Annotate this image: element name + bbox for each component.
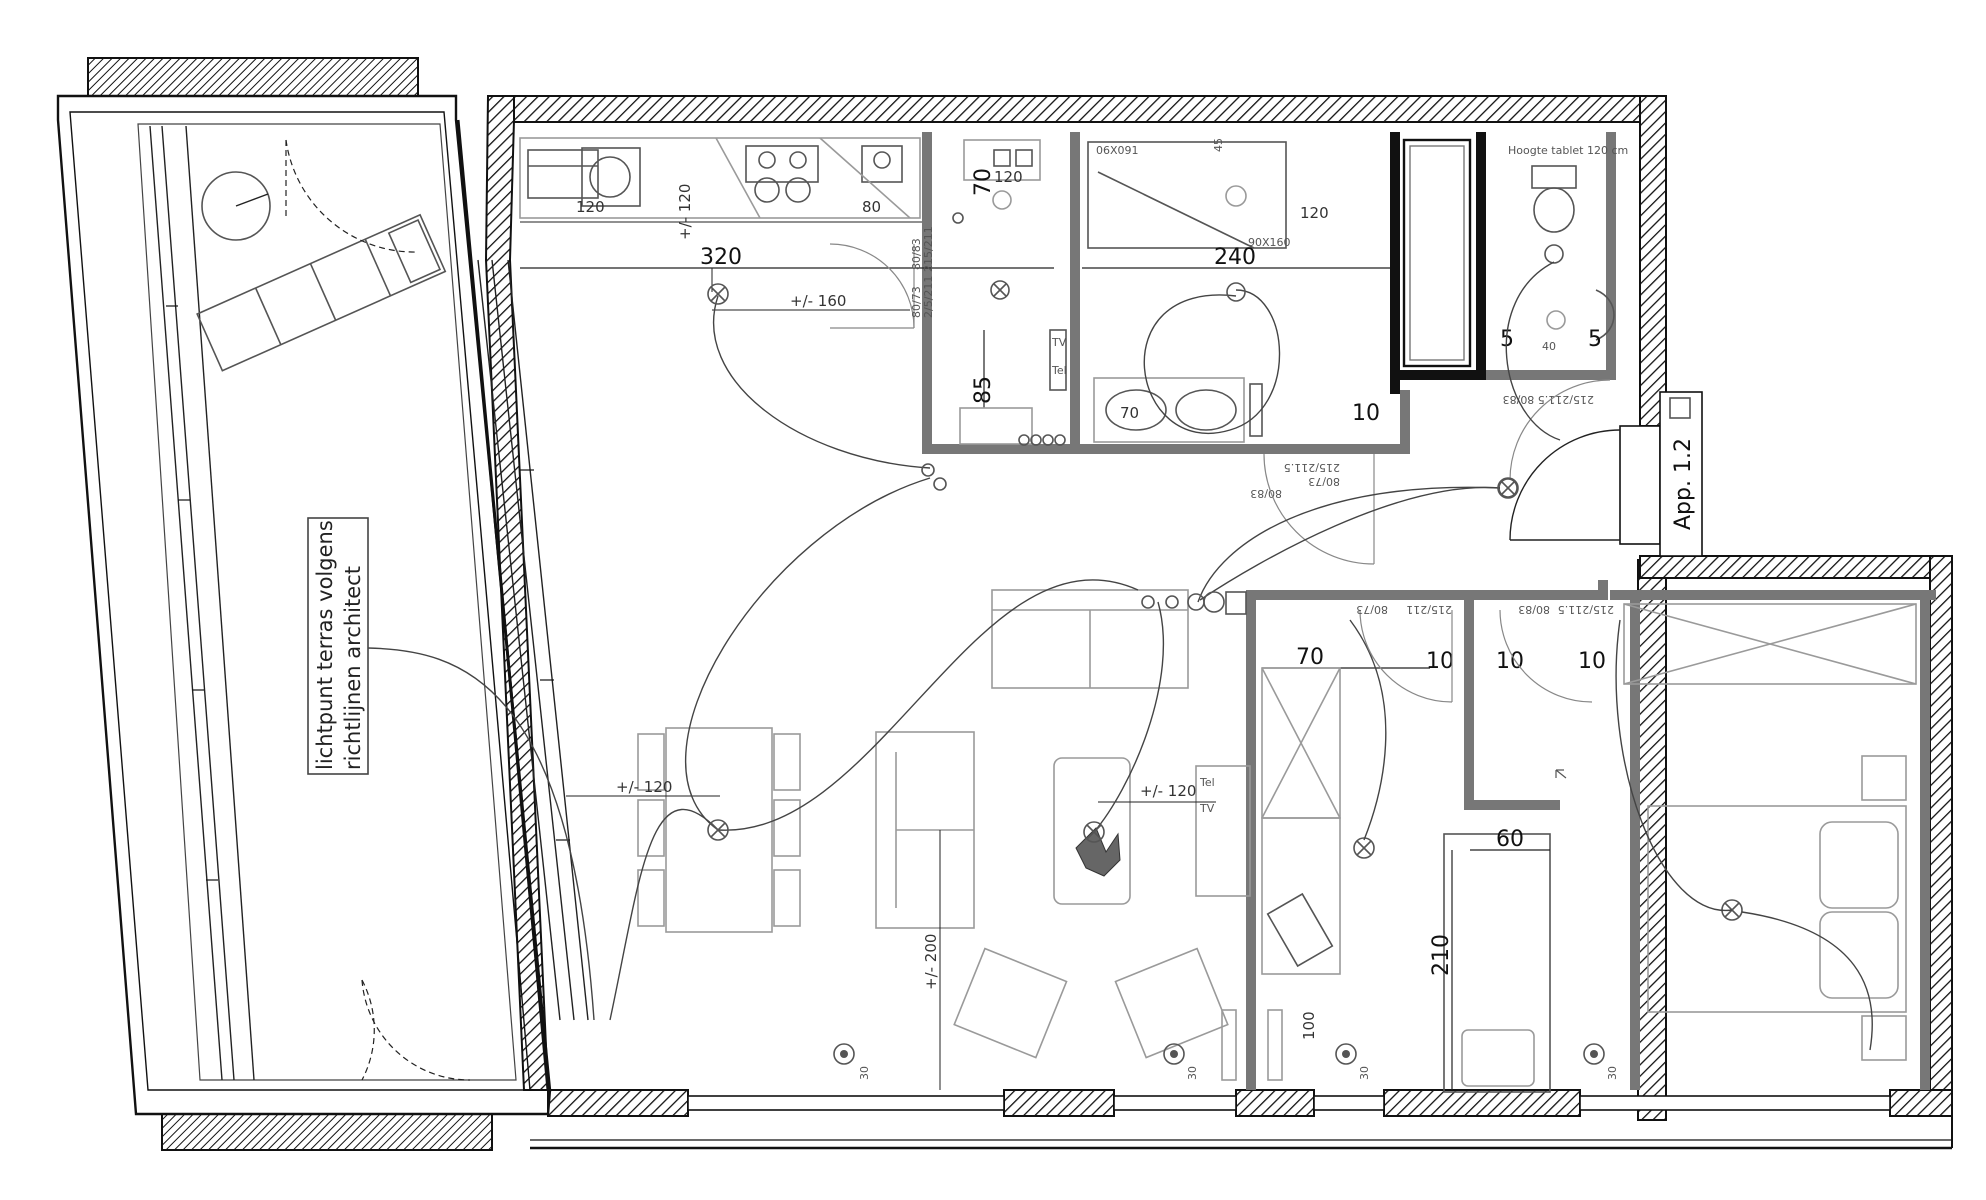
outlet-bottom-1 <box>833 1043 855 1065</box>
storage-dim-10a: 10 <box>1426 649 1454 674</box>
bath-dim-10: 10 <box>1352 401 1380 426</box>
kitchen-dim-80: 80 <box>862 198 881 216</box>
terrace-note-line2: richtlijnen architect <box>341 566 365 770</box>
living-room: Tel TV +/- 120 +/- 120 +/- 200 +/- 160 <box>566 268 1619 1090</box>
toilet-room: Hoogte tablet 120 cm 5 5 40 215/211.5 80… <box>1500 144 1628 481</box>
terrace-note-line1: lichtpunt terras volgens <box>313 520 337 770</box>
storage-dim-70: 70 <box>1296 645 1324 670</box>
wc-tel-label: TV <box>1051 336 1067 349</box>
wc-dim-85: 85 <box>971 376 996 404</box>
wc-dim-120: 120 <box>994 168 1023 186</box>
switch-cluster <box>1141 591 1247 615</box>
kitchen-door-code-b: 2/5/211 <box>922 276 935 318</box>
switch-height-dim: +/- 160 <box>790 292 846 310</box>
bath-dim-240: 240 <box>1214 245 1256 270</box>
outlet-bottom-3 <box>1335 1043 1357 1065</box>
storage-door-code-a: 80/73 <box>1356 603 1388 616</box>
shower-label-a: 06X091 <box>1096 144 1139 157</box>
kitchen-door-code-a: 80/73 <box>910 286 923 318</box>
tv-height-dim: +/- 120 <box>1140 782 1196 800</box>
bedroom-door-code-c: 80/83 <box>1518 603 1550 616</box>
outlet-bottom-2 <box>1163 1043 1185 1065</box>
bath-dim-45: 45 <box>1212 138 1225 152</box>
ceiling-light-kitchen <box>707 283 729 305</box>
storage-dim-10b: 10 <box>1496 649 1524 674</box>
bath-door-code-b: 215/211.5 <box>1284 461 1340 474</box>
outlet-dim-30-d: 30 <box>1606 1066 1619 1080</box>
entrance: App. 1.2 <box>1199 391 1703 601</box>
center-height-dim: +/- 200 <box>922 934 940 990</box>
wc-door-code: 215/211.5 80/83 <box>1503 393 1594 406</box>
bath-dim-70: 70 <box>1120 404 1139 422</box>
kitchen-door-code-c: 80/83 <box>910 238 923 270</box>
kitchen: 120 80 +/- 120 320 80/73 2/5/211 80/83 2… <box>519 137 1054 329</box>
bath-door-code-c: 80/73 <box>1308 475 1340 488</box>
inner-walls <box>922 132 1936 1090</box>
dining-height-dim: +/- 120 <box>616 778 672 796</box>
wc-room: 120 70 85 TV Tel <box>952 139 1067 446</box>
kitchen-height-dim: +/- 120 <box>676 184 694 240</box>
outlet-bottom-4 <box>1583 1043 1605 1065</box>
ceiling-light-hall <box>1497 477 1519 499</box>
closet-dim-210: 210 <box>1429 934 1454 976</box>
apartment-label: App. 1.2 <box>1671 438 1696 530</box>
outlet-dim-30-a: 30 <box>858 1066 871 1080</box>
bath-door-code-a: 80/83 <box>1250 487 1282 500</box>
toilet-dim-5-right: 5 <box>1588 327 1602 352</box>
ceiling-light-living <box>1083 821 1105 843</box>
toilet-note: Hoogte tablet 120 cm <box>1508 144 1628 157</box>
ceiling-light-dining <box>707 819 729 841</box>
outlet-dim-30-c: 30 <box>1358 1066 1371 1080</box>
living-width-dim: 320 <box>700 245 742 270</box>
storage-door-code-b: 215/211 <box>1406 603 1452 616</box>
bedroom: 10 80/83 215/211.5 <box>1499 603 1917 1061</box>
shower-label-b: 90X160 <box>1248 236 1291 249</box>
wc-tel-label-2: Tel <box>1051 364 1067 377</box>
closet: 60 210 <box>1429 827 1551 1093</box>
bedroom-door-code-d: 215/211.5 <box>1558 603 1614 616</box>
tv-unit-tel: Tel <box>1199 776 1215 789</box>
closet-dim-60: 60 <box>1496 827 1524 852</box>
outlet-dim-100: 100 <box>1300 1011 1318 1040</box>
outlet-dim-30-b: 30 <box>1186 1066 1199 1080</box>
kitchen-dim-120: 120 <box>576 198 605 216</box>
tv-unit-tv: TV <box>1199 802 1215 815</box>
switch-kitchen <box>921 463 947 491</box>
bathroom: 06X091 90X160 45 120 240 70 10 80/83 215… <box>1082 138 1390 565</box>
bedroom-dim-10: 10 <box>1578 649 1606 674</box>
terrace: lichtpunt terras volgens richtlijnen arc… <box>56 57 595 1151</box>
kitchen-door-code-d: 215/211 <box>922 226 935 272</box>
wc-dim-70: 70 <box>971 168 996 196</box>
storage-room: 70 10 10 80/73 215/211 <box>1261 603 1524 975</box>
toilet-dim-40: 40 <box>1542 340 1556 353</box>
bath-dim-120: 120 <box>1300 204 1329 222</box>
